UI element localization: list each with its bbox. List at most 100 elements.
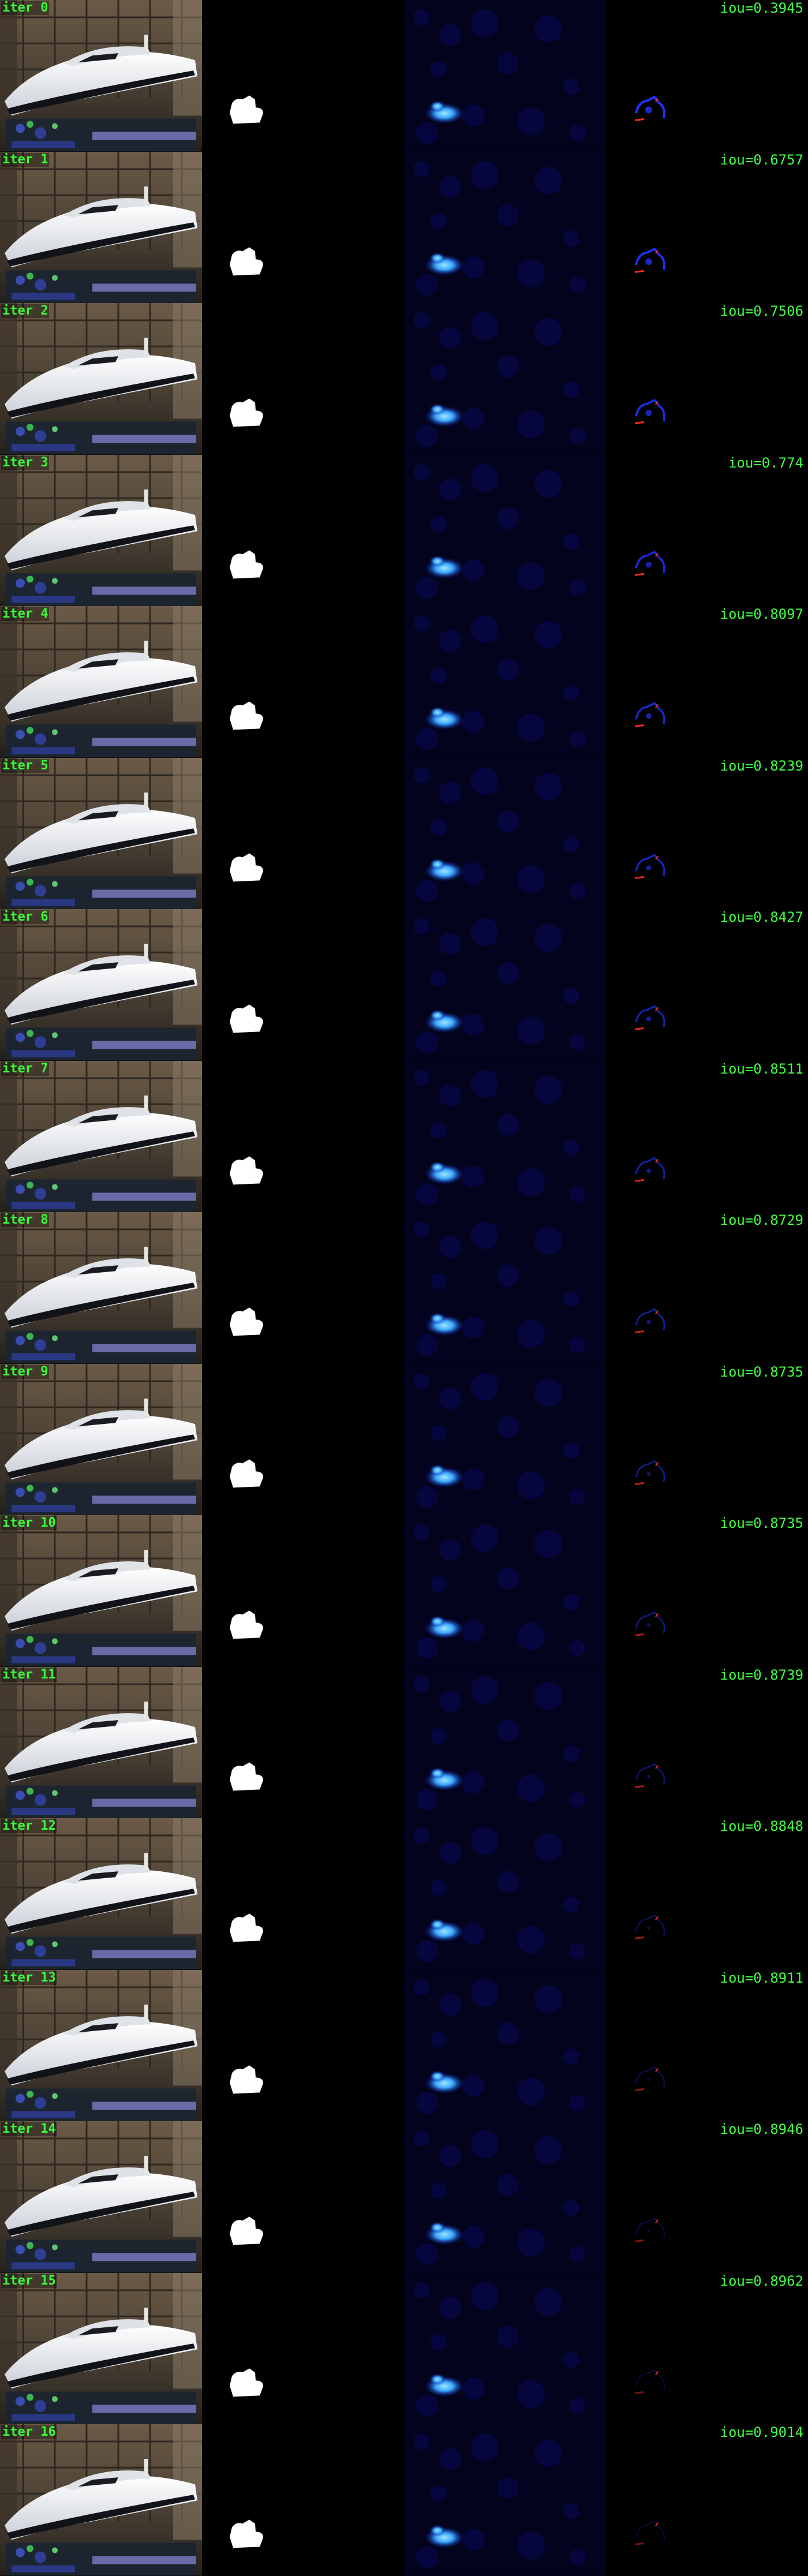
iteration-row: iter 4 iou=0.8097 (0, 606, 808, 758)
iteration-row: iter 15 iou=0.8962 (0, 2272, 808, 2425)
heatmap (404, 2121, 606, 2273)
heatmap (404, 1515, 606, 1667)
iou-label: iou=0.8962 (720, 2272, 804, 2289)
iteration-label: iter 4 (1, 607, 50, 622)
yacht-photo: iter 2 (0, 303, 202, 455)
error-map: iou=0.6757 (606, 151, 808, 304)
yacht-photo: iter 7 (0, 1060, 202, 1213)
iteration-label: iter 3 (1, 455, 50, 470)
iou-label: iou=0.8739 (720, 1666, 804, 1683)
yacht-photo: iter 10 (0, 1515, 202, 1667)
yacht-photo: iter 5 (0, 757, 202, 910)
error-map: iou=0.774 (606, 454, 808, 607)
heatmap (404, 0, 606, 152)
iteration-row: iter 1 iou=0.6757 (0, 151, 808, 304)
predicted-mask (202, 2121, 404, 2273)
iteration-label: iter 12 (1, 1819, 57, 1834)
iou-label: iou=0.9014 (720, 2424, 804, 2441)
iteration-label: iter 0 (1, 1, 50, 15)
iou-label: iou=0.8911 (720, 1969, 804, 1986)
yacht-photo: iter 15 (0, 2272, 202, 2425)
predicted-mask (202, 2424, 404, 2576)
iou-label: iou=0.8848 (720, 1818, 804, 1835)
iou-label: iou=0.6757 (720, 151, 804, 168)
yacht-photo: iter 4 (0, 606, 202, 758)
yacht-photo: iter 14 (0, 2121, 202, 2273)
predicted-mask (202, 606, 404, 758)
yacht-photo: iter 8 (0, 1212, 202, 1364)
predicted-mask (202, 0, 404, 152)
iteration-label: iter 14 (1, 2122, 57, 2137)
yacht-photo: iter 11 (0, 1666, 202, 1819)
predicted-mask (202, 757, 404, 910)
iteration-label: iter 10 (1, 1516, 57, 1531)
predicted-mask (202, 303, 404, 455)
heatmap (404, 303, 606, 455)
error-map: iou=0.8739 (606, 1666, 808, 1819)
iteration-label: iter 16 (1, 2425, 57, 2440)
heatmap (404, 2424, 606, 2576)
heatmap (404, 151, 606, 304)
error-map: iou=0.8427 (606, 909, 808, 1061)
yacht-photo: iter 12 (0, 1818, 202, 1970)
error-map: iou=0.7506 (606, 303, 808, 455)
error-map: iou=0.8511 (606, 1060, 808, 1213)
iou-label: iou=0.8239 (720, 757, 804, 774)
iou-label: iou=0.8427 (720, 909, 804, 926)
iteration-label: iter 7 (1, 1061, 50, 1076)
yacht-photo: iter 13 (0, 1969, 202, 2122)
iteration-label: iter 15 (1, 2273, 57, 2288)
heatmap (404, 1666, 606, 1819)
iteration-row: iter 11 iou=0.8739 (0, 1666, 808, 1819)
iou-label: iou=0.8729 (720, 1212, 804, 1229)
heatmap (404, 757, 606, 910)
predicted-mask (202, 1666, 404, 1819)
iteration-row: iter 7 iou=0.8511 (0, 1060, 808, 1213)
predicted-mask (202, 454, 404, 607)
iteration-row: iter 13 iou=0.8911 (0, 1969, 808, 2122)
predicted-mask (202, 1060, 404, 1213)
error-map: iou=0.3945 (606, 0, 808, 152)
predicted-mask (202, 909, 404, 1061)
iteration-row: iter 2 iou=0.7506 (0, 303, 808, 455)
error-map: iou=0.8729 (606, 1212, 808, 1364)
heatmap (404, 1969, 606, 2122)
yacht-photo: iter 3 (0, 454, 202, 607)
error-map: iou=0.8911 (606, 1969, 808, 2122)
error-map: iou=0.8239 (606, 757, 808, 910)
heatmap (404, 1060, 606, 1213)
yacht-photo: iter 6 (0, 909, 202, 1061)
error-map: iou=0.8097 (606, 606, 808, 758)
iteration-row: iter 5 iou=0.8239 (0, 757, 808, 910)
heatmap (404, 606, 606, 758)
iou-label: iou=0.8097 (720, 606, 804, 623)
iou-label: iou=0.8946 (720, 2121, 804, 2138)
error-map: iou=0.8946 (606, 2121, 808, 2273)
error-map: iou=0.8735 (606, 1515, 808, 1667)
iteration-label: iter 11 (1, 1667, 57, 1682)
predicted-mask (202, 2272, 404, 2425)
iteration-label: iter 9 (1, 1364, 50, 1379)
iteration-label: iter 8 (1, 1213, 50, 1228)
predicted-mask (202, 1969, 404, 2122)
predicted-mask (202, 1212, 404, 1364)
iou-label: iou=0.8735 (720, 1363, 804, 1380)
iteration-label: iter 13 (1, 1970, 57, 1985)
predicted-mask (202, 1818, 404, 1970)
iteration-row: iter 16 iou=0.9014 (0, 2424, 808, 2576)
iou-label: iou=0.8511 (720, 1060, 804, 1077)
iteration-row: iter 3 iou=0.774 (0, 454, 808, 607)
predicted-mask (202, 151, 404, 304)
iteration-row: iter 12 iou=0.8848 (0, 1818, 808, 1970)
error-map: iou=0.8735 (606, 1363, 808, 1516)
yacht-photo: iter 1 (0, 151, 202, 304)
heatmap (404, 1363, 606, 1516)
iou-label: iou=0.774 (728, 454, 803, 471)
heatmap (404, 2272, 606, 2425)
iteration-row: iter 8 iou=0.8729 (0, 1212, 808, 1364)
iteration-row: iter 14 iou=0.8946 (0, 2121, 808, 2273)
error-map: iou=0.8848 (606, 1818, 808, 1970)
iou-label: iou=0.7506 (720, 303, 804, 320)
heatmap (404, 454, 606, 607)
heatmap (404, 1212, 606, 1364)
